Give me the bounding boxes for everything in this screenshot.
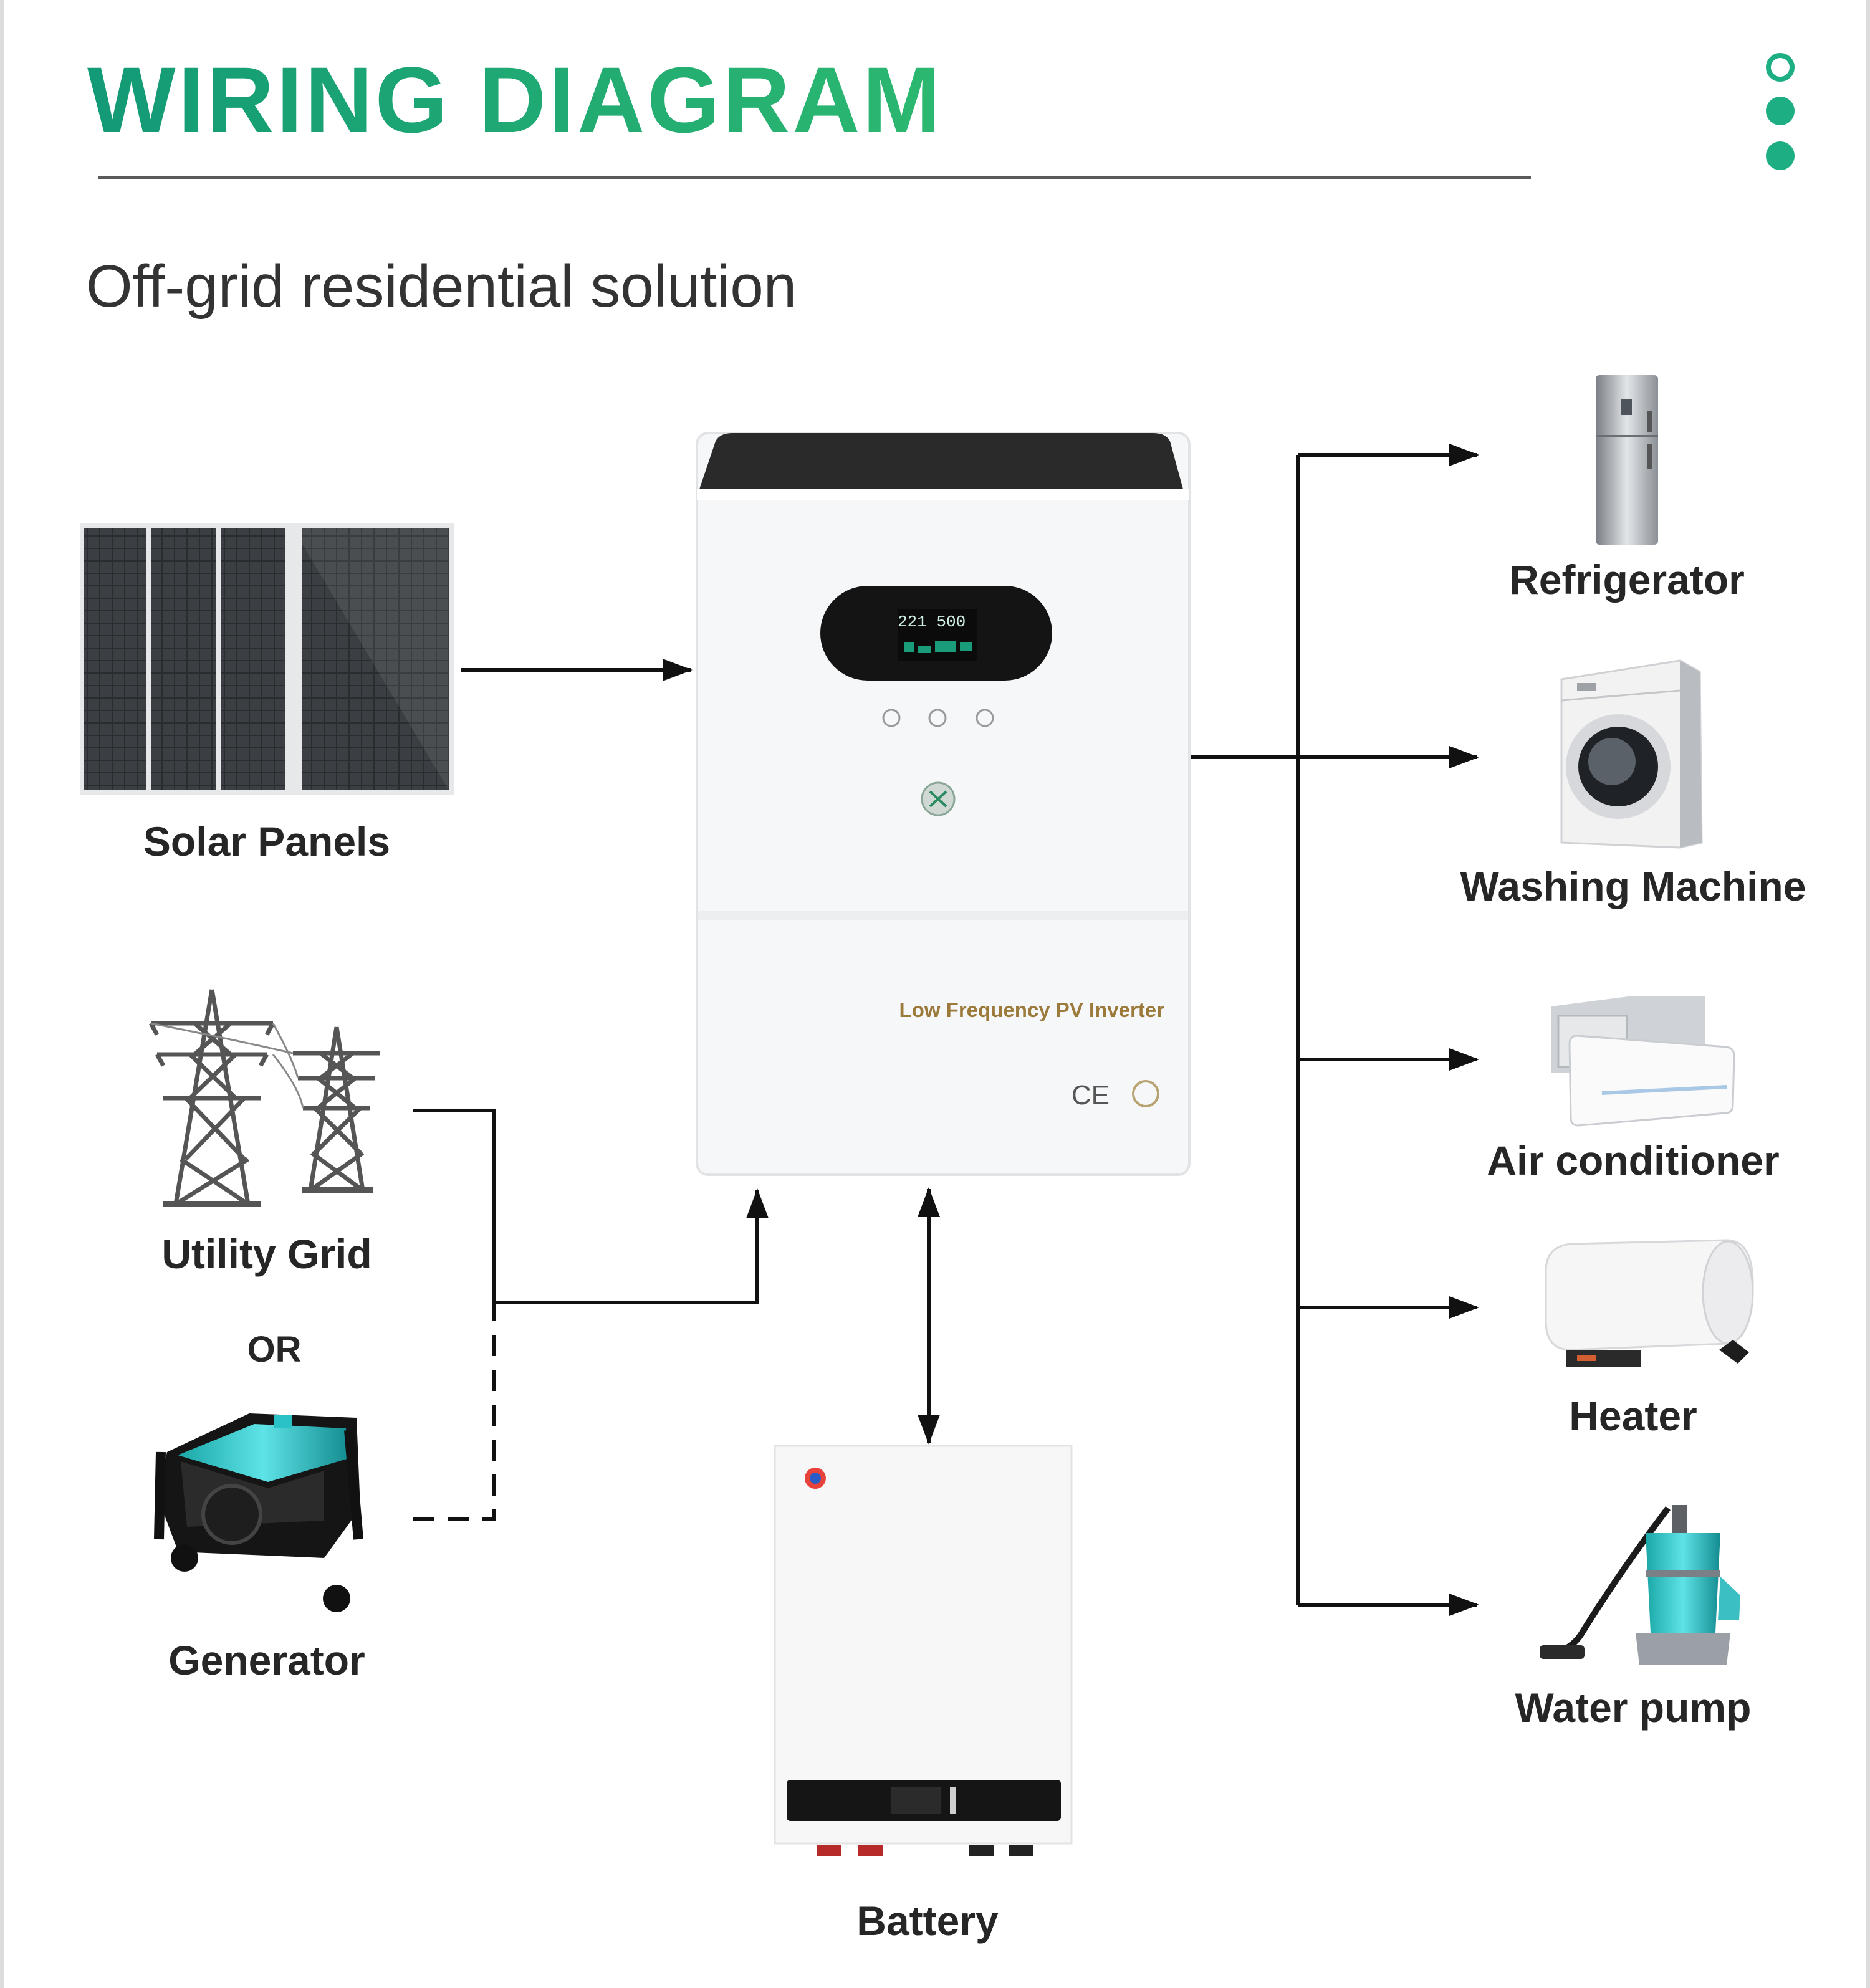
battery-unit bbox=[774, 1445, 1073, 1856]
utility-grid-label: Utility Grid bbox=[161, 1231, 372, 1277]
inverter-unit bbox=[696, 432, 1191, 1176]
air-conditioner-label: Air conditioner bbox=[1487, 1137, 1780, 1183]
water-pump-label: Water pump bbox=[1515, 1685, 1752, 1731]
generator-label: Generator bbox=[168, 1637, 365, 1683]
washing-machine-icon bbox=[1560, 659, 1703, 849]
water-pump-icon bbox=[1540, 1505, 1740, 1665]
generator-to-grid-line bbox=[413, 1302, 496, 1521]
heater-icon bbox=[1545, 1239, 1754, 1367]
menu-dots-icon[interactable] bbox=[1766, 53, 1795, 171]
solar-panels-label: Solar Panels bbox=[143, 818, 391, 864]
connection-lines bbox=[413, 444, 1479, 1616]
up-button-icon bbox=[928, 709, 947, 727]
certification-icon bbox=[1132, 1080, 1159, 1107]
battery-label: Battery bbox=[856, 1898, 999, 1944]
inverter-model-text: Low Frequency PV Inverter bbox=[899, 998, 1165, 1021]
title-divider bbox=[98, 176, 1531, 179]
or-label: OR bbox=[247, 1329, 302, 1370]
page-subtitle: Off-grid residential solution bbox=[86, 253, 797, 320]
enter-button-icon bbox=[976, 709, 994, 727]
refrigerator-icon bbox=[1596, 375, 1658, 545]
utility-grid-icon bbox=[148, 989, 380, 1207]
inverter-display-text: 221 500 bbox=[898, 613, 966, 631]
function-button-icon bbox=[882, 709, 901, 727]
generator-icon bbox=[154, 1413, 363, 1612]
washing-machine-label: Washing Machine bbox=[1460, 863, 1806, 909]
air-conditioner-icon bbox=[1551, 996, 1735, 1127]
heater-label: Heater bbox=[1569, 1393, 1697, 1439]
inverter-cert-text: CE bbox=[1072, 1080, 1110, 1111]
solar-panel-icon bbox=[80, 523, 454, 795]
page-title: WIRING DIAGRAM bbox=[87, 37, 943, 162]
refrigerator-label: Refrigerator bbox=[1509, 557, 1745, 603]
